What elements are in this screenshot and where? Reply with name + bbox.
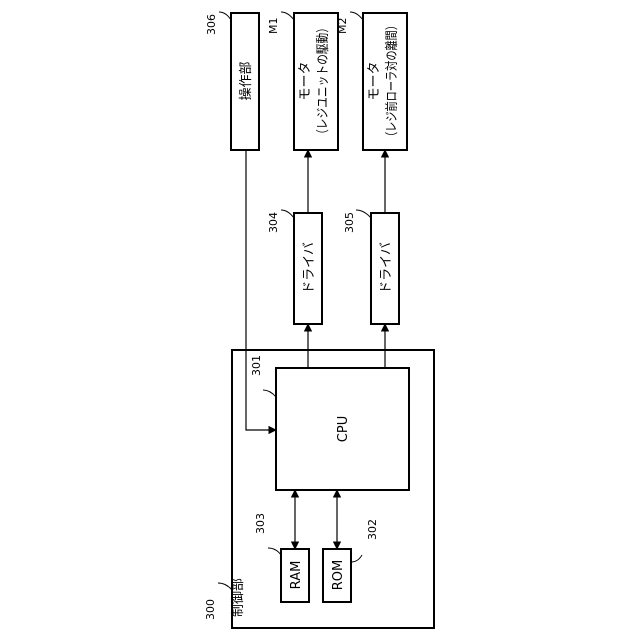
cpu-label: CPU [336, 416, 351, 442]
motor-1-block: モータ （レジユニットの駆動） [294, 13, 338, 150]
rom-label: ROM [331, 560, 346, 590]
rom-block: ROM [323, 549, 351, 602]
driver-1-block: ドライバ [294, 213, 322, 324]
driver-1-label: ドライバ [302, 242, 317, 294]
driver-2-ref-number: 305 [343, 212, 356, 233]
motor-2-ref-number: M2 [336, 18, 349, 35]
motor-2-ref: M2 [336, 12, 363, 34]
cpu-ref-number: 301 [250, 355, 263, 376]
motor-2-label-line1: モータ [367, 61, 382, 100]
driver-2-block: ドライバ [371, 213, 399, 324]
control-unit-ref: 300 [204, 583, 232, 620]
ram-label: RAM [289, 561, 304, 590]
operation-unit-block: 操作部 [231, 13, 259, 150]
ram-block: RAM [281, 549, 309, 602]
motor-1-ref-number: M1 [267, 18, 280, 35]
driver-1-ref: 304 [267, 210, 294, 233]
rom-ref-number: 302 [366, 519, 379, 540]
motor-1-ref: M1 [267, 12, 294, 34]
driver-2-label: ドライバ [379, 242, 394, 294]
operation-unit-label: 操作部 [238, 61, 254, 100]
cpu-block: CPU [276, 368, 409, 490]
driver-1-ref-number: 304 [267, 212, 280, 233]
control-unit-ref-number: 300 [204, 599, 217, 620]
motor-2-block: モータ （レジ前ローラ対の離間） [363, 13, 407, 150]
motor-1-label-line1: モータ [298, 61, 313, 100]
motor-1-label-line2: （レジユニットの駆動） [316, 22, 331, 140]
ram-ref-number: 303 [254, 513, 267, 534]
control-unit-label: 制御部 [231, 578, 246, 617]
operation-unit-ref-number: 306 [205, 14, 218, 35]
operation-unit-ref: 306 [205, 12, 231, 35]
driver-2-ref: 305 [343, 210, 371, 233]
motor-2-label-line2: （レジ前ローラ対の離間） [384, 20, 400, 142]
